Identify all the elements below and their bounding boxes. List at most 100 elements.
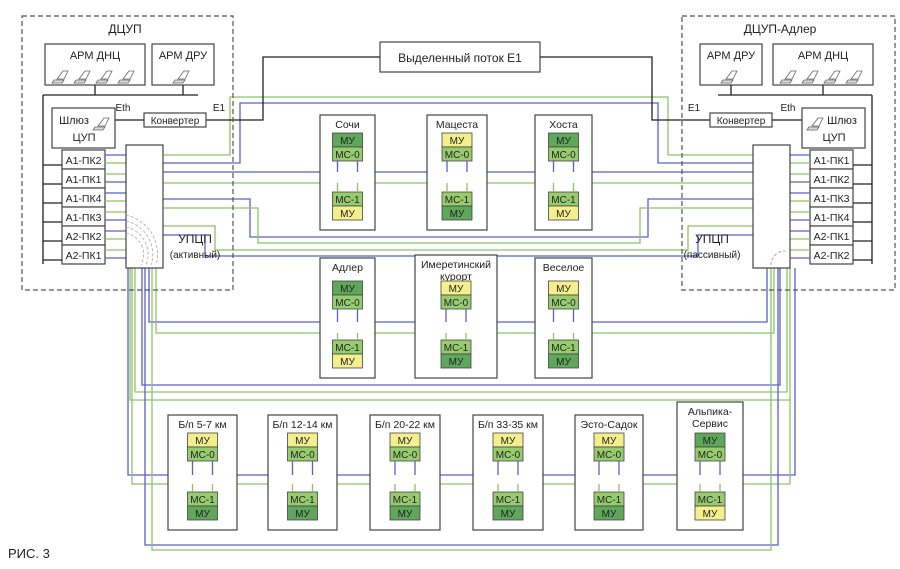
blue-ring-line — [163, 198, 753, 238]
mc1-label: МС-1 — [190, 495, 215, 506]
mu-label: МУ — [340, 136, 355, 147]
mc0-label: МС-0 — [597, 450, 622, 461]
mu-label: МУ — [295, 509, 310, 520]
mc0-label: МС-0 — [496, 450, 521, 461]
workstation-icon — [845, 70, 863, 84]
upcp-box — [752, 144, 791, 269]
mu-label: МУ — [703, 509, 718, 520]
green-ring-line — [163, 225, 753, 251]
station-name: Сочи — [335, 119, 360, 131]
port-box — [61, 244, 106, 265]
mu-label: МУ — [450, 136, 465, 147]
workstation-icon — [823, 70, 841, 84]
mu-label: МУ — [340, 357, 355, 368]
station-name: Веселое — [543, 262, 585, 274]
gateway-label: ЦУП — [822, 132, 845, 144]
mc1-label: МС-1 — [444, 343, 469, 354]
eth-label: Eth — [780, 103, 795, 114]
mc1-label: МС-1 — [393, 495, 418, 506]
mu-label: МУ — [340, 284, 355, 295]
mu-label: МУ — [449, 357, 464, 368]
stations: СочиМУМС-0МС-1МУМацестаМУМС-0МС-1МУХоста… — [167, 114, 744, 531]
workstation-icon — [806, 117, 824, 131]
mc0-module — [332, 146, 363, 162]
green-ring-line — [134, 268, 788, 393]
mc0-module — [287, 446, 318, 462]
gateway-label: Шлюз — [59, 115, 89, 127]
mu-label: МУ — [501, 509, 516, 520]
gateway-label: Шлюз — [827, 115, 857, 127]
mc0-module — [492, 446, 524, 462]
mc1-label: МС-1 — [290, 495, 315, 506]
green-ring-line — [131, 268, 791, 485]
gateway-label: ЦУП — [72, 132, 95, 144]
upcp-label: УПЦП — [695, 232, 729, 246]
e1-link-line — [205, 56, 380, 121]
station-name: Имеретинский — [421, 259, 491, 271]
port-label: А1-ПК4 — [66, 193, 102, 205]
arm-dnc-label: АРМ ДНЦ — [70, 50, 120, 62]
center-title: ДЦУП-Адлер — [744, 22, 817, 36]
upcp-state-label: (активный) — [170, 250, 220, 261]
blue-ring-line — [163, 102, 753, 164]
mc0-module — [187, 446, 218, 462]
mc0-module — [548, 146, 579, 162]
mu-label: МУ — [195, 509, 210, 520]
mc0-label: МС-0 — [393, 450, 418, 461]
mu-bottom-module — [492, 505, 524, 521]
mc0-module — [389, 446, 421, 462]
mu-label: МУ — [556, 136, 571, 147]
green-ring-line — [129, 268, 790, 401]
workstation-icon — [92, 117, 110, 131]
mc0-label: МС-0 — [335, 298, 360, 309]
workstation-icon — [73, 70, 91, 84]
dedicated-e1-label: Выделенный поток E1 — [398, 51, 522, 65]
green-ring-line — [163, 207, 753, 244]
mc0-label: МС-0 — [445, 150, 470, 161]
port-label: А2-ПК1 — [66, 250, 102, 262]
mu-label: МУ — [556, 284, 571, 295]
workstation-icon — [801, 70, 819, 84]
mc0-label: МС-0 — [290, 450, 315, 461]
mu-label: МУ — [556, 209, 571, 220]
station-name: Альпика- — [688, 406, 733, 418]
station-name: Б/п 20-22 км — [375, 419, 435, 431]
workstation-icon — [172, 70, 190, 84]
mu-label: МУ — [602, 436, 617, 447]
mc1-label: МС-1 — [496, 495, 521, 506]
workstation-icon — [779, 70, 797, 84]
mc0-module — [593, 446, 625, 462]
upcp-label: УПЦП — [178, 232, 212, 246]
station-name: Б/п 5-7 км — [178, 419, 226, 431]
center-title: ДЦУП — [108, 22, 141, 36]
mc0-module — [441, 146, 473, 162]
port-label: А1-ПК2 — [814, 174, 850, 186]
workstation-icon — [95, 70, 113, 84]
workstation-icon — [51, 70, 69, 84]
mc1-label: МС-1 — [335, 343, 360, 354]
mu-label: МУ — [501, 436, 516, 447]
workstation-icon — [117, 70, 135, 84]
port-label: А1-ПК3 — [814, 193, 850, 205]
port-box — [809, 244, 854, 265]
mu-bottom-module — [441, 205, 473, 221]
mu-label: МУ — [556, 357, 571, 368]
mu-bottom-module — [332, 205, 363, 221]
blue-ring-line — [141, 268, 781, 386]
upcp-state-label: (пассивный) — [684, 250, 741, 261]
mc0-label: МС-0 — [698, 450, 723, 461]
port-label: А2-ПК2 — [66, 231, 102, 243]
station-name: Хоста — [549, 119, 578, 131]
